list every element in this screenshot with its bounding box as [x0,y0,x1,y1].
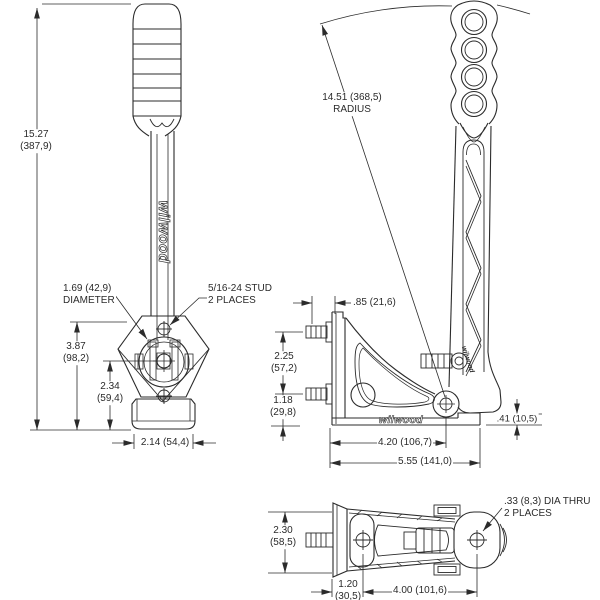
front-grip-shoulder-right [164,115,182,137]
top-flange-tabs [433,504,461,576]
top-stud [305,532,334,548]
dim-hole-spacing-label: 4.00 (101,6) [392,585,448,597]
side-bracket [331,311,481,426]
side-view-lever: wilwood wilwood [305,0,502,426]
side-grip-bottom-v [459,122,489,139]
side-arm [448,125,502,403]
side-pivot-boss [432,390,460,418]
brand-logo-bracket: wilwood [379,414,423,426]
dim-stud-to-base-label: 1.18 (29,8) [268,395,298,419]
top-lever-tongue [374,524,455,557]
dim-radius-line [321,24,446,398]
dim-stud-spacing-label: 2.25 (57,2) [269,351,299,375]
front-grip [132,3,182,117]
top-pad [349,513,375,568]
front-hex-plate [117,315,210,398]
front-shaft [150,131,175,340]
dim-radius-arc [319,5,453,25]
top-end-cap [499,523,507,557]
top-view-assembly [305,502,507,578]
dim-overall-length-label: 5.55 (141,0) [397,456,453,468]
dim-hole-offset-label: 1.20 (30,5) [333,579,363,600]
top-hole-1 [353,530,373,550]
note-stud-label: 5/16-24 STUD 2 PLACES [207,283,273,307]
side-grip-outline [450,0,498,125]
side-finger-rings [460,8,488,118]
front-grip-curl [149,118,175,128]
side-arm-tip [457,401,502,414]
side-grip-bottom-v-inner [462,126,486,143]
dim-flange-height-label: .41 (10,5) [495,413,539,425]
front-grip-shoulder-left [132,115,150,137]
note-boss-diameter-label: 1.69 (42,9) DIAMETER [62,283,116,307]
side-arm-truss [465,159,482,373]
front-grip-ridges [133,28,181,102]
dim-overall-width-label: 2.30 (58,5) [268,525,298,549]
dim-pivot-distance-label: 4.20 (106,7) [377,437,433,449]
top-mount-plate [332,502,348,578]
brand-logo-arm: wilwood [460,345,475,374]
front-foot [131,398,196,430]
side-stud-lower [305,383,333,405]
side-stud-upper [305,321,333,343]
dim-pivot-height-label: 2.34 (59,4) [95,381,125,405]
leader-hole-dia [482,507,503,532]
dim-base-width-label: 2.14 (54,4) [139,437,191,449]
note-hole-dia-label: .33 (8,3) DIA THRU 2 PLACES [503,496,592,520]
front-stud-top [156,321,172,337]
brand-logo-front-shaft: wilwood [155,201,172,264]
top-hole-2 [467,530,487,550]
dim-handle-radius-label: 14.51 (368,5) RADIUS [321,92,383,116]
leader-stud-note [169,297,207,326]
dim-mount-height-label: 3.87 (98,2) [61,341,91,365]
front-plate-chamfer [117,348,210,402]
front-boss-inner [143,341,185,383]
dim-overall-height-label: 15.27 (387,9) [19,129,53,153]
front-view-lever: wilwood [117,3,210,430]
side-clevis [420,352,468,370]
front-stud-bottom [156,388,172,404]
dim-plate-offset-label: .85 (21,6) [352,297,397,309]
